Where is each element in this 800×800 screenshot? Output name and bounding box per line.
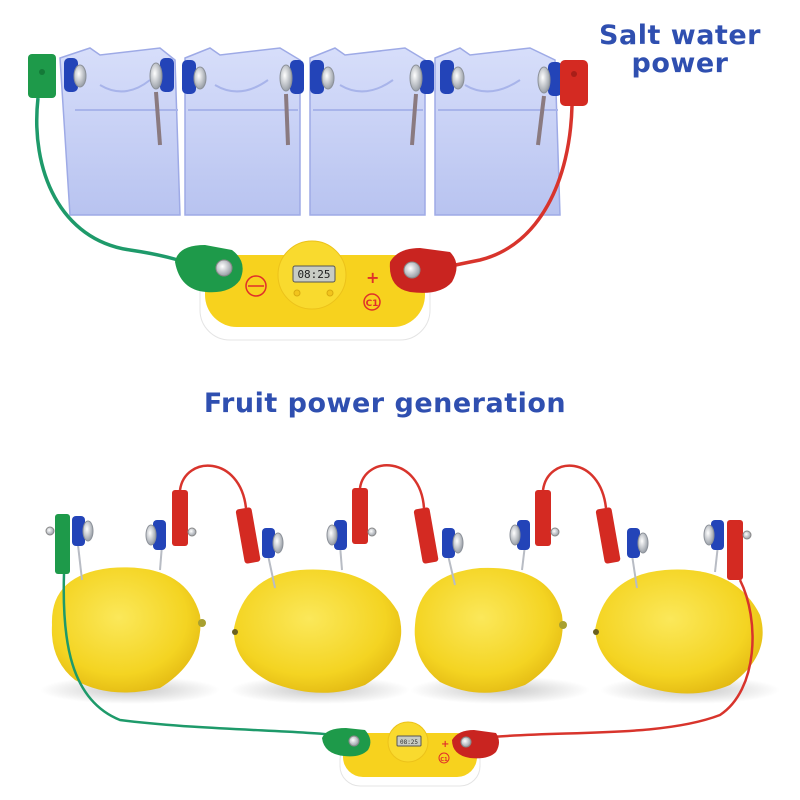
electrode-strips <box>154 91 546 146</box>
salt-water-cell <box>59 47 181 216</box>
electrode-caps <box>64 58 562 96</box>
positive-clip-top <box>560 60 588 106</box>
component-label-bottom: C1 <box>440 757 448 763</box>
jumper-wires <box>178 464 608 509</box>
lemon <box>232 569 402 693</box>
lemon-electrode-bolts <box>82 520 715 554</box>
negative-clip-top <box>28 54 56 98</box>
red-wire-bottom <box>479 579 754 740</box>
salt-water-heading: Salt water power <box>570 20 790 80</box>
lemon-electrode-caps <box>72 516 724 558</box>
salt-water-cell <box>309 47 426 216</box>
salt-water-heading-line1: Salt water <box>599 20 761 51</box>
salt-water-cell <box>184 47 301 216</box>
salt-water-cells <box>59 47 562 216</box>
clock-display-top: 08:25 <box>297 268 330 281</box>
plus-label-top: + <box>366 268 379 287</box>
green-wire-bottom <box>62 573 336 737</box>
clip-bolts <box>187 527 752 540</box>
lemon <box>414 567 567 693</box>
lemon <box>593 569 763 694</box>
electrode-bolts <box>73 62 551 94</box>
salt-water-heading-line2: power <box>631 48 729 80</box>
lemon <box>51 567 206 693</box>
plus-label-bottom: + <box>441 739 449 750</box>
salt-water-cell <box>434 47 561 216</box>
red-clips-lemon <box>172 488 743 580</box>
clock-module-top: 08:25 + C1 <box>175 240 457 341</box>
fruit-heading: Fruit power generation <box>203 388 567 419</box>
clock-module-bottom: 08:25 + C1 <box>322 721 499 787</box>
component-label-top: C1 <box>366 299 379 309</box>
green-clip-lemon <box>45 514 70 574</box>
clock-display-bottom: 08:25 <box>400 739 418 746</box>
